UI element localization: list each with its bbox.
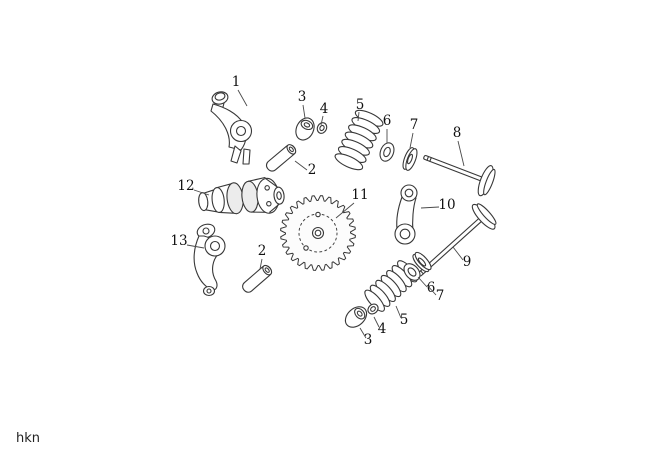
callout-leader-7 — [409, 132, 414, 149]
callout-label-13: 13 — [170, 233, 187, 249]
callout-leader-9 — [452, 246, 464, 261]
callout-leader-6 — [417, 276, 428, 288]
part-7-spring-seat — [402, 147, 418, 171]
part-11-timing-sprocket — [280, 195, 356, 271]
watermark-text: hkn — [16, 431, 40, 446]
callout-leader-5 — [357, 111, 360, 122]
part-7-spring-seat — [412, 251, 432, 273]
callout-leader-10 — [420, 206, 440, 209]
callout-leader-4 — [373, 316, 380, 328]
callout-label-8: 8 — [453, 125, 462, 141]
callout-label-5: 5 — [400, 312, 409, 328]
callout-leader-5 — [395, 305, 402, 319]
part-6-spring-retainer — [379, 142, 395, 162]
part-2-rocker-shaft-pin — [265, 144, 297, 172]
callout-label-4: 4 — [378, 321, 387, 337]
callout-label-4: 4 — [320, 101, 329, 117]
part-6-spring-retainer — [403, 263, 421, 281]
callout-leader-3 — [302, 104, 306, 119]
part-1-rocker-arm — [210, 91, 253, 165]
part-10-rocker-shaft-bracket — [394, 184, 418, 245]
callout-leader-1 — [237, 89, 248, 107]
callout-leader-4 — [320, 115, 324, 126]
part-5-valve-spring — [334, 109, 384, 171]
callout-label-11: 11 — [351, 187, 368, 203]
callout-label-12: 12 — [177, 178, 194, 194]
valve-stem — [423, 155, 484, 182]
callout-label-9: 9 — [463, 254, 472, 270]
part-2-rocker-shaft-pin — [242, 264, 273, 293]
callout-leader-12 — [193, 189, 210, 196]
callout-leader-2 — [259, 258, 263, 270]
callout-label-7: 7 — [436, 288, 445, 304]
callout-label-2: 2 — [308, 162, 317, 178]
callout-leader-8 — [457, 140, 465, 167]
callout-leader-13 — [186, 244, 205, 249]
callout-label-7: 7 — [410, 117, 419, 133]
part-4-valve-keeper — [316, 122, 328, 134]
callout-leader-7 — [426, 284, 437, 296]
callout-label-5: 5 — [356, 97, 365, 113]
callout-label-6: 6 — [383, 113, 392, 129]
part-3-valve-cap — [295, 117, 315, 141]
part-3-valve-cap — [344, 306, 368, 328]
callout-label-10: 10 — [438, 197, 455, 213]
part-13-rocker-arm — [193, 223, 226, 297]
part-8-valve — [423, 155, 496, 197]
callout-label-2: 2 — [258, 243, 267, 259]
callout-leader-3 — [359, 327, 367, 339]
callout-label-3: 3 — [298, 89, 307, 105]
callout-label-3: 3 — [364, 332, 373, 348]
callout-label-1: 1 — [232, 74, 241, 90]
callout-leader-2 — [294, 160, 308, 171]
callout-leader-11 — [335, 202, 355, 219]
part-9-valve — [417, 203, 497, 277]
part-12-camshaft — [198, 176, 285, 215]
part-4-valve-keeper — [367, 303, 379, 315]
callout-label-6: 6 — [427, 280, 436, 296]
